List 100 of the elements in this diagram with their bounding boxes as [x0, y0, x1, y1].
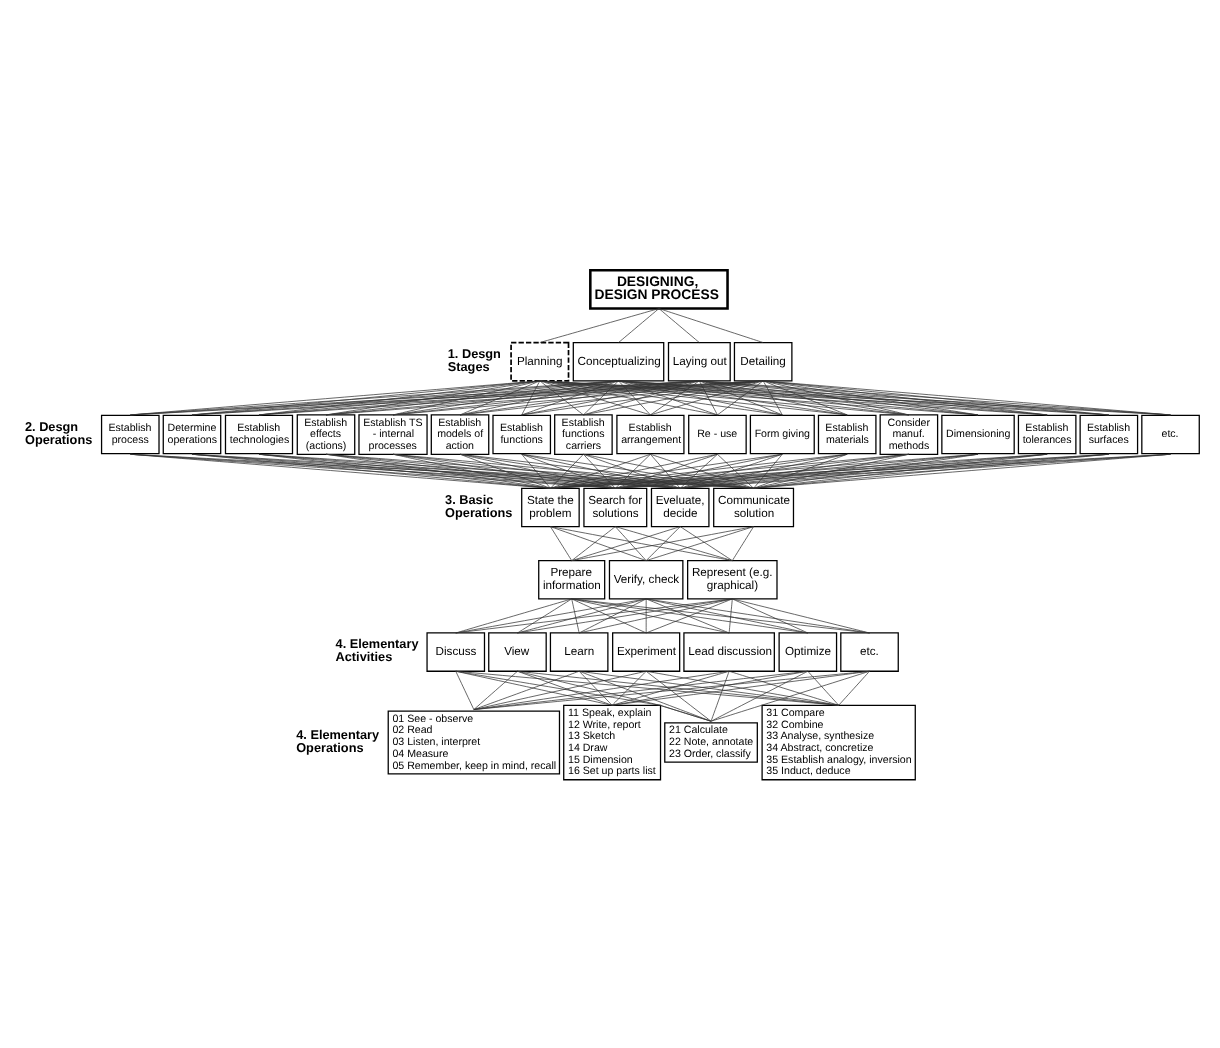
- connector: [699, 379, 1048, 415]
- connector: [762, 379, 910, 415]
- connector: [571, 597, 580, 633]
- connector: [578, 669, 840, 705]
- connector: [699, 379, 783, 415]
- connector: [571, 597, 809, 633]
- connector: [614, 525, 733, 560]
- connector: [645, 669, 840, 705]
- connector: [539, 379, 651, 415]
- connector: [258, 452, 616, 488]
- connector: [473, 669, 730, 709]
- connector: [753, 452, 910, 488]
- connector: [392, 452, 551, 488]
- connector: [459, 452, 551, 488]
- connector: [838, 669, 870, 705]
- connector: [650, 452, 754, 488]
- connector: [731, 525, 754, 560]
- connector: [717, 379, 764, 415]
- connector: [731, 597, 870, 633]
- connector: [258, 452, 551, 488]
- connector: [583, 452, 754, 488]
- connector: [614, 452, 848, 488]
- connector: [521, 452, 754, 488]
- connector: [550, 525, 733, 560]
- connector: [325, 452, 551, 488]
- connector: [728, 669, 840, 705]
- connector: [550, 452, 910, 488]
- connector: [521, 379, 700, 415]
- connector: [645, 669, 712, 721]
- connector: [710, 669, 730, 721]
- connector: [517, 597, 647, 633]
- connector: [583, 452, 681, 488]
- connector: [325, 379, 541, 415]
- connector: [539, 379, 910, 415]
- connector: [455, 597, 733, 633]
- connector: [614, 525, 647, 560]
- connector: [618, 307, 660, 342]
- connector: [753, 452, 1048, 488]
- connector: [550, 452, 651, 488]
- connector: [571, 525, 681, 560]
- connector: [583, 452, 616, 488]
- connector: [618, 379, 718, 415]
- connector: [753, 452, 783, 488]
- connector: [392, 379, 764, 415]
- connector: [762, 379, 1048, 415]
- connector: [611, 669, 730, 705]
- connector: [679, 525, 733, 560]
- connector: [583, 379, 700, 415]
- connector: [517, 597, 573, 633]
- connector: [614, 452, 783, 488]
- connector: [539, 379, 848, 415]
- connector: [645, 597, 870, 633]
- connector: [325, 452, 681, 488]
- connector: [618, 379, 910, 415]
- connector: [645, 597, 647, 633]
- connector: [550, 525, 573, 560]
- connector: [459, 452, 681, 488]
- connector: [459, 452, 616, 488]
- connector: [455, 669, 840, 705]
- connector: [392, 452, 754, 488]
- connector: [550, 452, 584, 488]
- connector: [611, 669, 809, 705]
- connector: [753, 452, 979, 488]
- connector: [459, 379, 619, 415]
- connector: [679, 452, 910, 488]
- connector: [614, 452, 718, 488]
- connector: [550, 525, 647, 560]
- connector: [578, 669, 613, 705]
- connector: [473, 669, 809, 709]
- connector: [473, 669, 647, 709]
- connector: [658, 307, 764, 342]
- connector: [550, 452, 718, 488]
- connector: [392, 452, 681, 488]
- connector: [618, 379, 651, 415]
- connector: [614, 452, 910, 488]
- connector: [762, 379, 848, 415]
- connector: [658, 307, 700, 342]
- connector: [645, 525, 681, 560]
- connector: [679, 452, 718, 488]
- connector: [611, 669, 647, 705]
- connector: [710, 669, 809, 721]
- connector: [521, 452, 551, 488]
- connector: [699, 379, 848, 415]
- connector: [650, 379, 700, 415]
- connector: [325, 379, 619, 415]
- connector: [325, 452, 616, 488]
- connector: [392, 379, 619, 415]
- connector: [459, 379, 700, 415]
- connector: [679, 452, 979, 488]
- connector: [699, 379, 979, 415]
- connector: [517, 597, 733, 633]
- connector: [521, 452, 616, 488]
- connector: [571, 525, 616, 560]
- connector: [710, 669, 870, 721]
- connector: [392, 379, 541, 415]
- connector: [679, 452, 848, 488]
- connector: [699, 379, 910, 415]
- connector: [517, 669, 840, 705]
- connector: [517, 669, 712, 721]
- connector: [455, 597, 647, 633]
